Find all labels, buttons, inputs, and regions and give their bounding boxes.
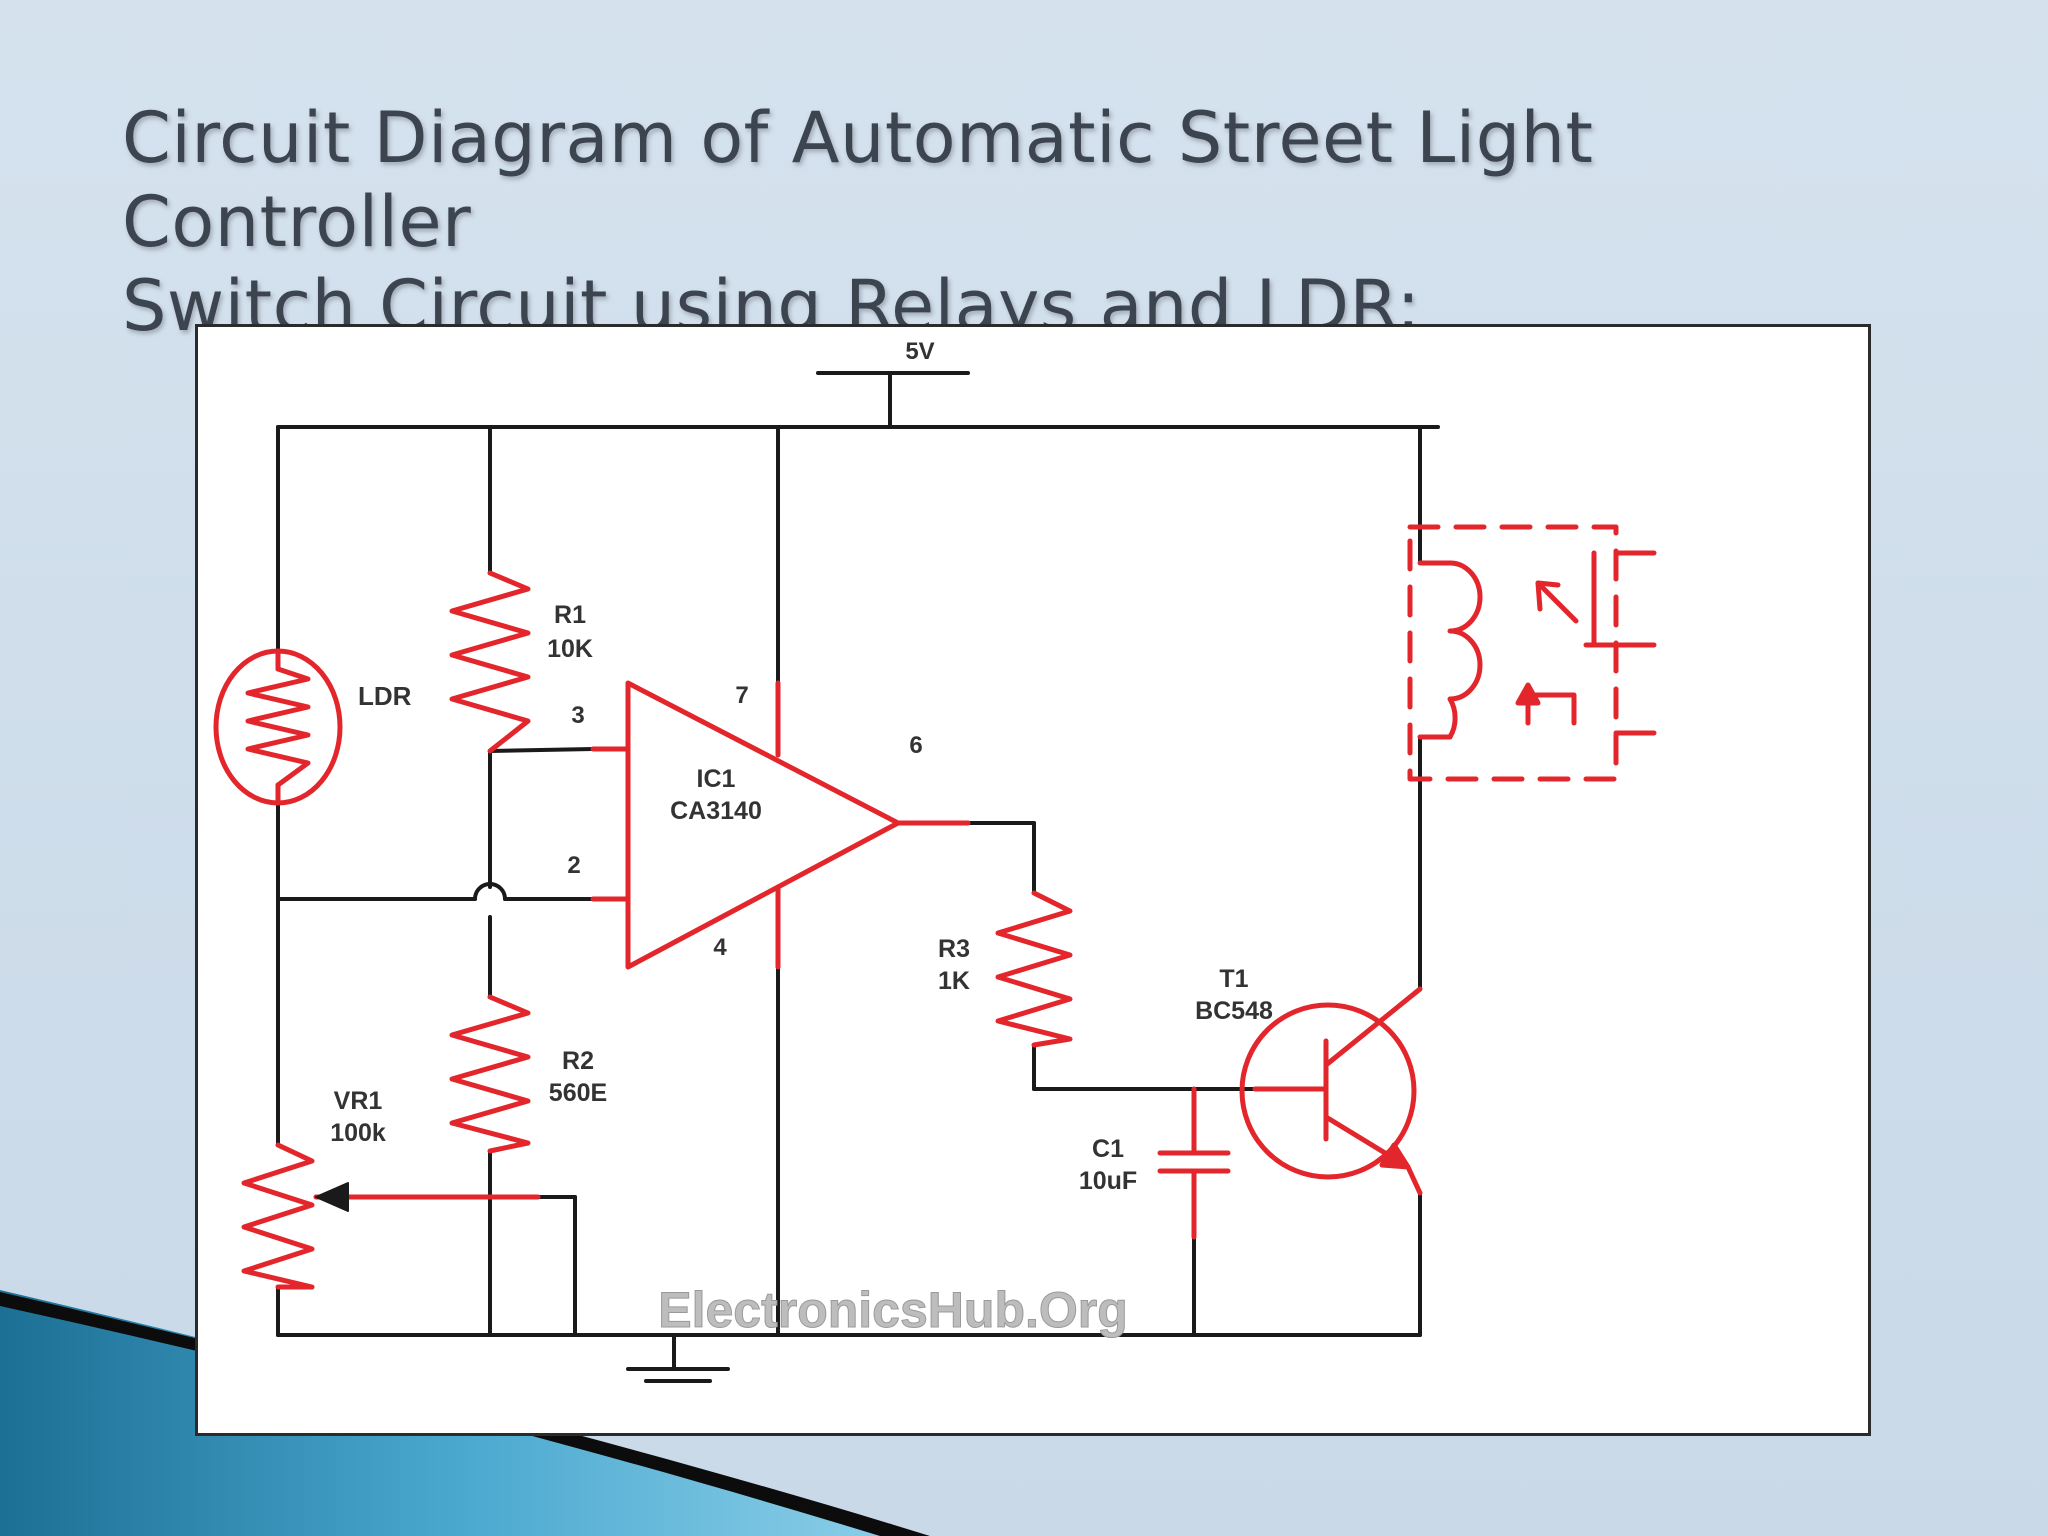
vr1-potentiometer (241, 1142, 541, 1290)
r2-value-label: 560E (549, 1079, 607, 1107)
r3-name-label: R3 (938, 935, 970, 963)
ic1-name-label: IC1 (697, 765, 736, 793)
c1-name-label: C1 (1092, 1135, 1124, 1163)
r3-value-label: 1K (938, 967, 970, 995)
labels: 5V LDR R1 10K 3 2 7 6 4 IC1 CA3140 R2 56… (330, 338, 1273, 1339)
ldr-label: LDR (358, 681, 412, 711)
slide-title: Circuit Diagram of Automatic Street Ligh… (122, 96, 1942, 348)
pin-3-label: 3 (571, 702, 584, 729)
t1-part-label: BC548 (1195, 997, 1273, 1025)
slide-title-line-1: Circuit Diagram of Automatic Street Ligh… (122, 97, 1594, 263)
pin-7-label: 7 (735, 682, 748, 709)
ic1-opamp (625, 680, 901, 970)
wires (276, 371, 1440, 1383)
t1-name-label: T1 (1219, 965, 1248, 993)
r3-resistor (995, 890, 1073, 1048)
watermark: ElectronicsHub.Org (658, 1282, 1128, 1338)
r2-name-label: R2 (562, 1047, 594, 1075)
pin-2-label: 2 (567, 852, 580, 879)
t1-transistor (1239, 986, 1423, 1196)
pin-4-label: 4 (713, 934, 727, 961)
r2-resistor (449, 994, 531, 1154)
c1-capacitor (1157, 1086, 1231, 1240)
circuit-diagram: 5V LDR R1 10K 3 2 7 6 4 IC1 CA3140 R2 56… (213, 338, 1657, 1383)
relay-symbol (1407, 524, 1657, 782)
c1-value-label: 10uF (1079, 1167, 1137, 1195)
ic1-part-label: CA3140 (670, 797, 762, 825)
pin-6-label: 6 (909, 732, 922, 759)
ldr-symbol (213, 648, 343, 806)
vr1-name-label: VR1 (334, 1087, 383, 1115)
r1-value-label: 10K (547, 635, 593, 663)
supply-label: 5V (905, 338, 934, 365)
r1-name-label: R1 (554, 601, 586, 629)
components (213, 524, 1657, 1290)
vr1-value-label: 100k (330, 1119, 386, 1147)
circuit-diagram-frame: 5V LDR R1 10K 3 2 7 6 4 IC1 CA3140 R2 56… (195, 324, 1871, 1436)
r1-resistor (449, 570, 531, 754)
